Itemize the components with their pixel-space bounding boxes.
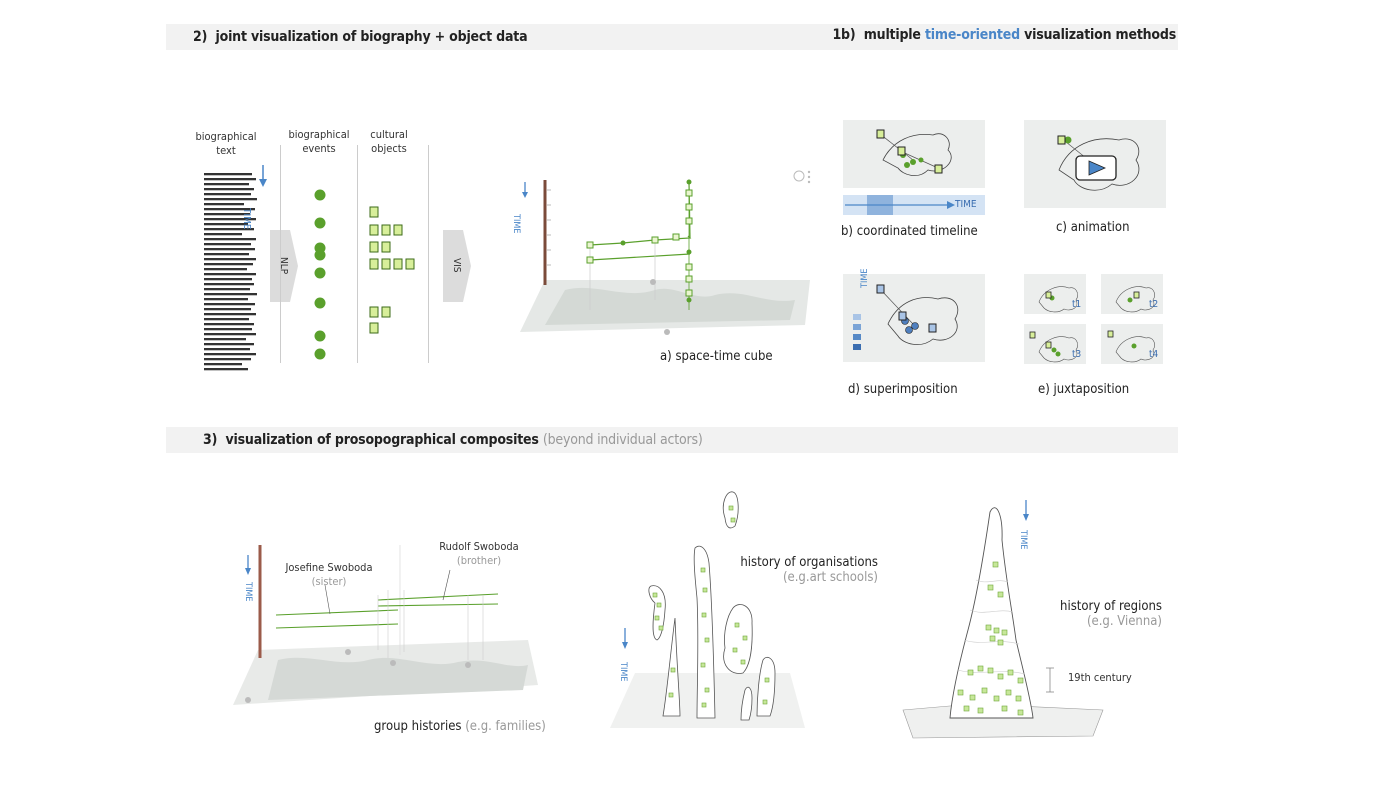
event-dot (314, 189, 326, 201)
vis-arrow-shape (443, 230, 471, 302)
coordinated-timeline-map-panel (843, 120, 985, 188)
organisations-title: history of organisations (e.g.art school… (740, 555, 878, 585)
time-arrow-icon (259, 165, 267, 187)
caption-group-histories: group histories (e.g. families) (374, 719, 546, 734)
biographical-events-column (314, 189, 326, 360)
object-square (369, 206, 379, 218)
event-dot (314, 297, 326, 309)
biographical-text-block (204, 173, 257, 371)
regions-time-label: TIME (1018, 530, 1028, 550)
animation-map-icon (1057, 135, 1140, 191)
column-divider (280, 145, 281, 363)
cube-time-label: TIME (511, 214, 521, 234)
pipeline-time-label: TIME (241, 208, 252, 230)
timeline-bar (843, 195, 985, 215)
cube-caption: a) space-time cube (660, 349, 773, 364)
timeline-time-label: TIME (955, 199, 977, 210)
col-biographical-events-label: biographical events (288, 128, 350, 155)
section-header-band-3 (166, 427, 1178, 453)
t2-label: t2 (1149, 299, 1158, 310)
josefine-swoboda-label: Josefine Swoboda (sister) (285, 561, 373, 588)
col-biographical-text-label: biographical text (195, 130, 257, 157)
t3-label: t3 (1072, 349, 1081, 360)
nineteenth-century-label: 19th century (1068, 671, 1132, 684)
column-divider (428, 145, 429, 363)
rudolf-swoboda-label: Rudolf Swoboda (brother) (439, 540, 519, 567)
juxtaposition-maps: t1 t2 t3 t4 (1029, 286, 1159, 363)
column-divider (357, 145, 358, 363)
section-title-methods: 1b) multiple time-oriented visualization… (832, 27, 1176, 43)
organisations-time-label: TIME (618, 662, 628, 682)
regions-title: history of regions (e.g. Vienna) (1060, 599, 1162, 629)
nlp-arrow-shape (270, 230, 298, 302)
regions-visualization (902, 500, 1104, 739)
superimposition-map-icon (853, 284, 959, 350)
caption-animation: c) animation (1056, 220, 1130, 235)
event-dot (314, 267, 326, 279)
highlight-time-oriented: time-oriented (924, 27, 1020, 43)
superimposition-time-label: TIME (860, 268, 870, 288)
group-histories-cube (233, 545, 538, 705)
event-dot (314, 249, 326, 261)
space-time-cube (520, 170, 811, 335)
vis-label: VIS (451, 258, 462, 273)
event-dot (314, 330, 326, 342)
caption-coordinated-timeline: b) coordinated timeline (841, 224, 978, 239)
event-dot (314, 217, 326, 229)
t4-label: t4 (1149, 349, 1159, 360)
t1-label: t1 (1072, 299, 1081, 310)
event-dot (314, 348, 326, 360)
section-title-composites: 3) visualization of prosopographical com… (203, 432, 703, 448)
superimposition-panel (843, 274, 985, 362)
cultural-objects-column (369, 206, 415, 334)
col-cultural-objects-label: cultural objects (370, 128, 408, 155)
europe-map-icon (876, 129, 952, 177)
section-header-band (166, 24, 1178, 50)
caption-juxtaposition: e) juxtaposition (1038, 382, 1130, 397)
section-title-joint: 2) joint visualization of biography + ob… (193, 29, 528, 45)
organisations-visualization (610, 491, 805, 728)
group-time-label: TIME (243, 582, 253, 602)
caption-superimposition: d) superimposition (848, 382, 958, 397)
